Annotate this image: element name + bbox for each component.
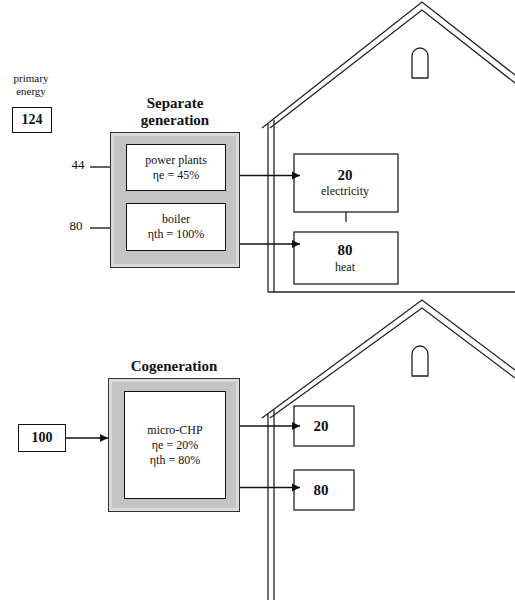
arrow-head (292, 172, 300, 180)
output-patch: 80 (300, 476, 342, 504)
window-frame (294, 406, 354, 446)
roof-line (262, 2, 515, 128)
node-text: 20 (314, 417, 329, 436)
output-patch: 20 (300, 412, 342, 440)
group-panel: Cogenerationmicro-CHPηe = 20%ηth = 80% (108, 378, 240, 512)
value-box: 124 (12, 107, 52, 133)
flow-arrow (66, 434, 108, 442)
output-patch: 80heat (300, 237, 390, 279)
node-text: 124 (22, 111, 43, 129)
roof-line (270, 10, 515, 128)
arched-window (412, 346, 428, 376)
ground-line (268, 291, 515, 292)
window-frame (294, 232, 398, 284)
node-text: 80 (314, 481, 329, 500)
arrow-head (292, 422, 300, 430)
house-wall (267, 414, 268, 600)
house-wall (273, 410, 274, 600)
process-box: power plantsηe = 45% (126, 144, 226, 191)
value-box: 100 (18, 424, 66, 452)
node-text: 80 (338, 241, 353, 260)
value-label: 44 (66, 158, 90, 173)
process-box: micro-CHPηe = 20%ηth = 80% (124, 391, 226, 499)
roof-line (262, 300, 515, 418)
node-text: ηth = 100% (148, 227, 204, 242)
arrow-head (292, 484, 300, 492)
node-text: ηth = 80% (150, 453, 200, 468)
window-frame (294, 154, 398, 212)
window-frame (294, 470, 354, 510)
process-box: boilerηth = 100% (126, 203, 226, 251)
house-wall (273, 120, 274, 292)
node-text: micro-CHP (147, 423, 202, 438)
window-frame (345, 212, 346, 222)
arrow-head (100, 434, 108, 442)
panel-heading: Separate generation (111, 95, 239, 130)
arched-window (412, 48, 428, 78)
node-text: heat (335, 260, 355, 275)
node-text: 100 (32, 429, 53, 447)
axis-label: primary energy (4, 72, 58, 97)
value-label: 80 (64, 219, 88, 234)
arrow-head (292, 240, 300, 248)
node-text: power plants (145, 153, 207, 168)
node-text: ηe = 20% (152, 438, 198, 453)
panel-heading: Cogeneration (109, 358, 239, 375)
roof-line (270, 308, 515, 418)
node-text: electricity (321, 184, 369, 199)
node-text: 20 (338, 166, 353, 185)
node-text: ηe = 45% (153, 168, 199, 183)
output-patch: 20electricity (300, 160, 390, 205)
group-panel: Separate generationpower plantsηe = 45%b… (110, 132, 240, 268)
node-text: boiler (162, 212, 190, 227)
house-wall (267, 124, 268, 292)
